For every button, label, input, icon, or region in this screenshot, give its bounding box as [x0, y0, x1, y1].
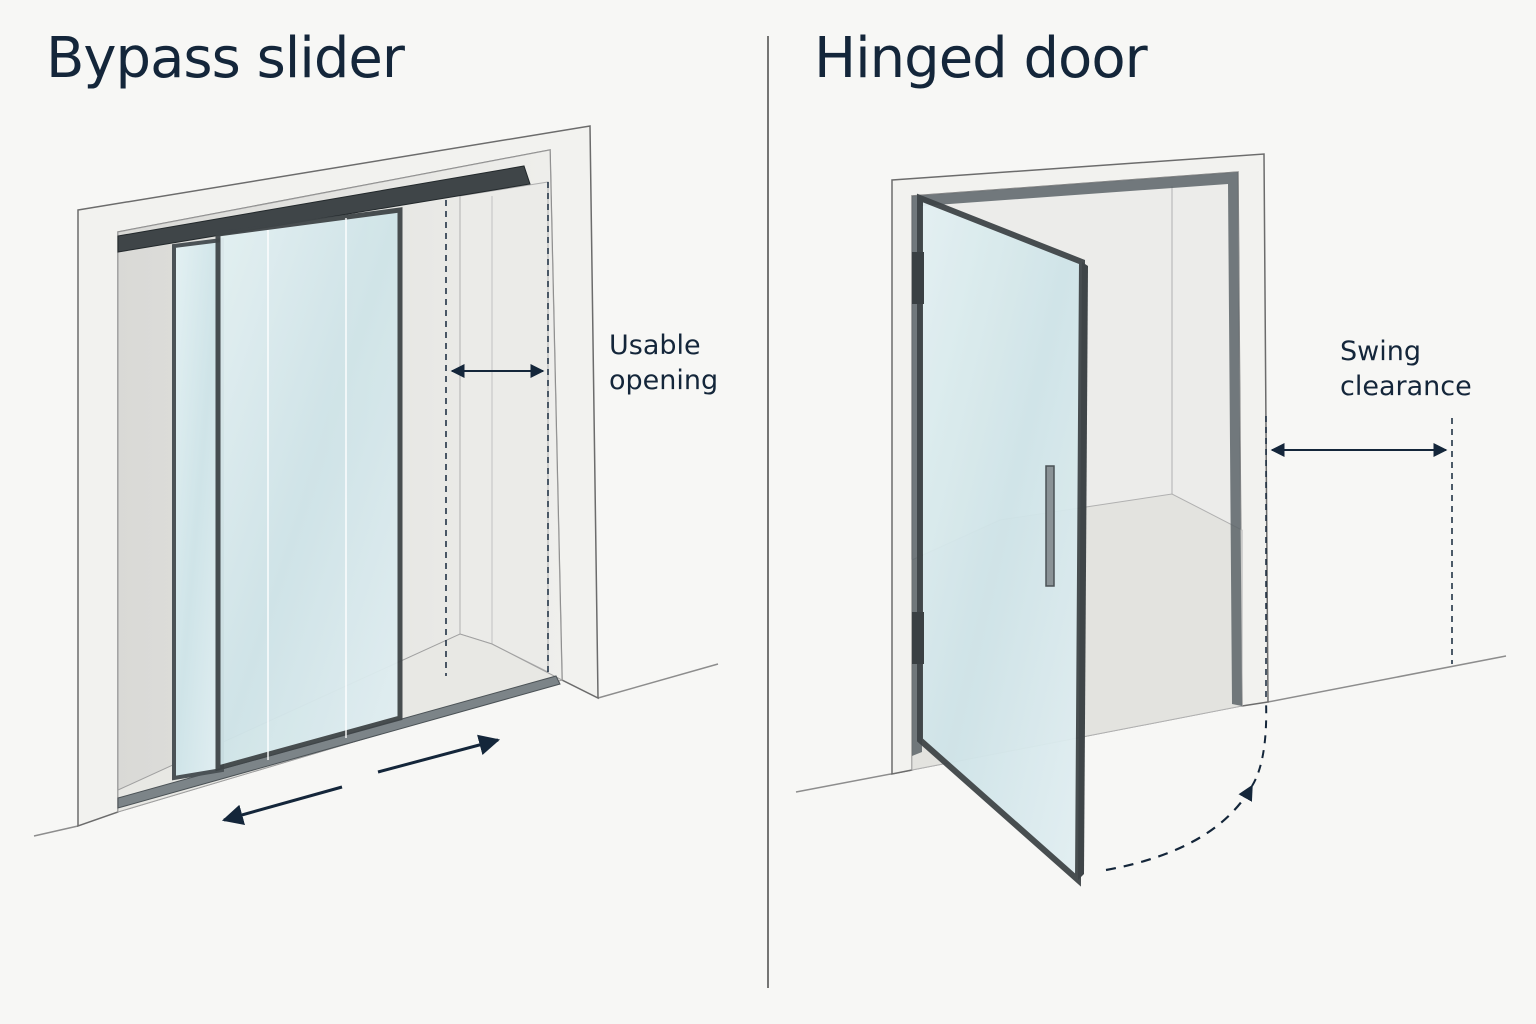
- recess-back-wall: [459, 181, 549, 673]
- open-door-leaf: [912, 193, 1088, 887]
- swing-arc-guide: [1251, 699, 1268, 787]
- bypass-slider-illustration: [33, 125, 719, 837]
- front-sliding-panel: [215, 207, 403, 772]
- door-pull-handle: [1045, 465, 1055, 587]
- usable-opening-label: Usable opening: [609, 328, 718, 398]
- rear-sliding-panel: [172, 237, 224, 781]
- floor-line-left: [33, 663, 719, 837]
- sliding-right-arrow-icon: [377, 734, 501, 774]
- hinged-door-illustration: [795, 153, 1507, 887]
- top-track: [117, 165, 531, 253]
- bottom-track: [117, 675, 561, 809]
- swing-clearance-label: Swing clearance: [1340, 334, 1472, 404]
- bypass-slider-title: Bypass slider: [46, 26, 405, 91]
- lower-hinge: [912, 612, 924, 664]
- usable-opening-label-line2: opening: [609, 365, 719, 397]
- hinged-door-title: Hinged door: [814, 26, 1148, 91]
- upper-hinge: [912, 252, 924, 304]
- swing-arc-arrow-icon: [1105, 784, 1253, 872]
- swing-clearance-label-line2: clearance: [1340, 371, 1472, 403]
- usable-opening-label-line1: Usable: [609, 330, 701, 361]
- sliding-left-arrow-icon: [221, 785, 343, 826]
- swing-clearance-label-line1: Swing: [1340, 336, 1421, 367]
